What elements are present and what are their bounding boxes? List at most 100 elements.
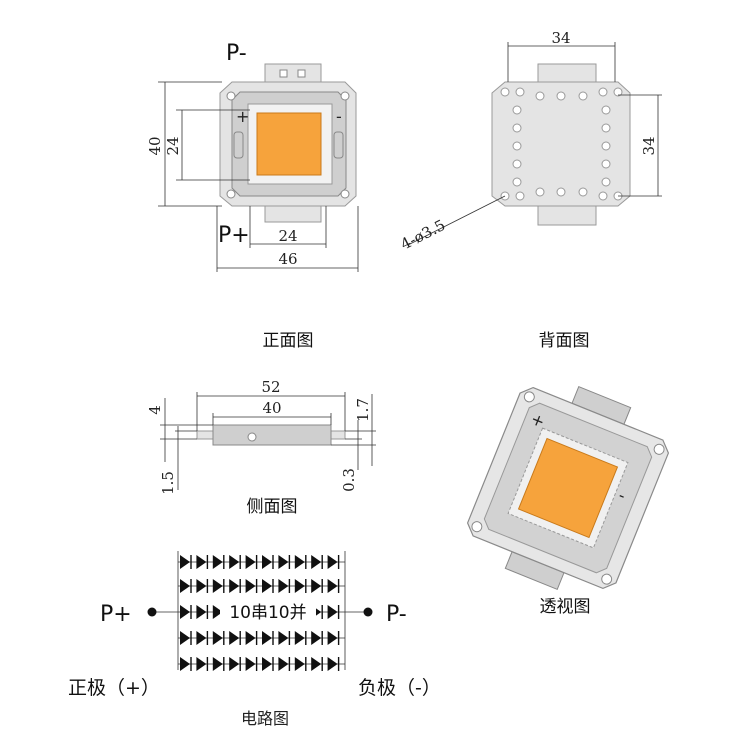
back-view-caption: 背面图 [539, 331, 590, 351]
persp-corner-hole [601, 573, 613, 585]
persp-corner-hole [653, 443, 665, 455]
led-diode-icon [278, 631, 289, 645]
led-diode-icon [278, 657, 289, 671]
back-view: 34 34 4-ø3.5 背面图 [398, 29, 662, 351]
circuit-negative-label: 负极（-） [358, 677, 441, 699]
led-diode-icon [262, 555, 272, 569]
front-corner-hole [340, 189, 350, 199]
led-diode-icon [212, 555, 223, 569]
circuit-caption: 电路图 [241, 709, 289, 728]
side-hole [247, 432, 257, 442]
led-diode-icon [294, 631, 305, 645]
side-dim-4-text: 4 [146, 405, 164, 415]
front-dim-40-text: 40 [146, 136, 164, 155]
persp-corner-hole [471, 521, 483, 533]
persp-corner-hole [523, 391, 535, 403]
led-diode-icon [327, 631, 338, 645]
led-diode-icon [245, 657, 256, 671]
led-diode-icon [180, 555, 190, 569]
led-diode-icon [229, 657, 240, 671]
front-side-slot [333, 131, 344, 159]
circuit-config-label: 10串10并 [229, 603, 306, 623]
side-dim-52-text: 52 [261, 378, 280, 396]
front-minus-mark: - [336, 107, 342, 126]
front-view: + - P- P+ 40 24 24 46 正面图 [146, 41, 359, 351]
led-diode-icon [180, 631, 190, 645]
persp-led-die [517, 437, 619, 539]
persp-plus-mark: + [528, 409, 548, 432]
led-diode-icon [180, 579, 190, 593]
front-led-die [256, 112, 322, 176]
led-diode-icon [229, 579, 240, 593]
side-view: 52 40 4 1.5 1.7 0.3 侧面图 [146, 378, 376, 517]
led-diode-icon [294, 657, 305, 671]
front-plus-mark: + [236, 107, 249, 126]
circuit-diagram: 10串10并 P+ P- 正极（+） 负极（-） 电路图 [68, 551, 441, 728]
led-diode-icon [327, 579, 338, 593]
led-diode-icon [294, 555, 305, 569]
led-diode-icon [245, 631, 256, 645]
front-pin-neg-label: P- [226, 41, 247, 66]
led-diode-icon [278, 555, 289, 569]
circuit-config-bg [220, 600, 316, 624]
back-hole-spec: 4-ø3.5 [398, 216, 448, 254]
back-holes [500, 87, 623, 201]
front-dim-24h-text: 24 [278, 227, 297, 245]
led-diode-icon [229, 631, 240, 645]
led-diode-icon [327, 605, 338, 619]
led-diode-icon [196, 555, 207, 569]
side-dim-40-text: 40 [262, 399, 281, 417]
back-hole-leader [407, 195, 506, 246]
led-diode-icon [327, 555, 338, 569]
side-view-caption: 侧面图 [247, 497, 298, 517]
led-diode-icon [262, 657, 272, 671]
side-dim-1.7-text: 1.7 [354, 398, 372, 422]
circuit-pin-neg-label: P- [386, 602, 407, 627]
front-view-caption: 正面图 [263, 331, 314, 351]
front-top-tab-slot [279, 69, 288, 78]
side-dim-1.5-text: 1.5 [159, 471, 177, 495]
led-diode-icon [245, 555, 256, 569]
led-diode-icon [180, 605, 190, 619]
back-top-tab [537, 63, 597, 83]
side-body [212, 424, 332, 446]
led-diode-icon [196, 657, 207, 671]
led-diode-icon [212, 631, 223, 645]
led-diode-icon [327, 657, 338, 671]
circuit-positive-label: 正极（+） [68, 677, 160, 699]
perspective-view-caption: 透视图 [540, 597, 591, 617]
front-dim-24v-text: 24 [164, 136, 182, 155]
perspective-view: + - [466, 385, 670, 591]
circuit-neg-terminal [363, 607, 373, 617]
back-bottom-tab [537, 204, 597, 226]
led-diode-icon [311, 555, 322, 569]
front-corner-hole [340, 91, 350, 101]
led-diode-icon [262, 579, 272, 593]
front-corner-hole [226, 189, 236, 199]
back-dim-34h-text: 34 [551, 29, 570, 47]
front-top-tab [264, 63, 322, 83]
led-diode-icon [212, 657, 223, 671]
led-diode-icon [196, 579, 207, 593]
front-corner-hole [226, 91, 236, 101]
front-top-tab-slot [297, 69, 306, 78]
circuit-pos-terminal [147, 607, 157, 617]
front-dim-46-text: 46 [278, 250, 297, 268]
led-diode-icon [212, 605, 223, 619]
side-dim-0.3-text: 0.3 [340, 468, 358, 492]
led-diode-icon [311, 657, 322, 671]
led-diode-icon [245, 579, 256, 593]
led-diode-icon [229, 555, 240, 569]
back-dim-34v-text: 34 [640, 136, 658, 155]
led-diode-icon [278, 579, 289, 593]
led-diode-icon [196, 631, 207, 645]
led-diode-icon [196, 605, 207, 619]
led-diode-icon [180, 657, 190, 671]
front-side-slot [233, 131, 244, 159]
led-diode-icon [262, 631, 272, 645]
led-diode-icon [311, 631, 322, 645]
led-diode-icon [212, 579, 223, 593]
front-pin-pos-label: P+ [218, 223, 250, 248]
circuit-pin-pos-label: P+ [100, 602, 132, 627]
